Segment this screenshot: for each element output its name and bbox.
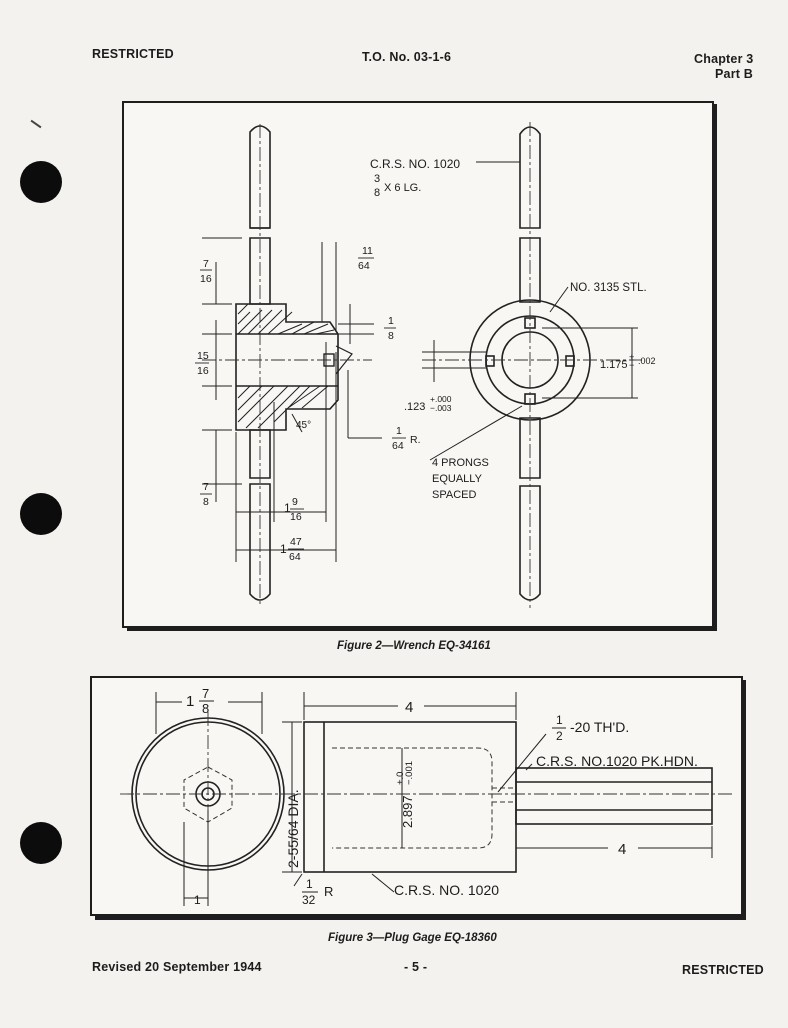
dim-15-16-den: 16 xyxy=(197,365,209,377)
figure-3-drawing: 1 7 8 4 1 2 -20 TH'D. C.R.S. NO.1020 PK.… xyxy=(120,686,732,907)
material-size-den: 8 xyxy=(374,187,380,199)
page-number: - 5 - xyxy=(404,960,428,974)
dim-2897: 2.897 xyxy=(400,795,415,828)
dim-1-47-64-num: 47 xyxy=(290,536,302,548)
figure-2-caption: Figure 2—Wrench EQ-34161 xyxy=(337,640,491,652)
material-size-num: 3 xyxy=(374,173,380,185)
pk-hdn-label: C.R.S. NO.1020 PK.HDN. xyxy=(536,753,698,769)
thread-label: -20 TH'D. xyxy=(570,719,629,735)
figure-3-caption: Figure 3—Plug Gage EQ-18360 xyxy=(328,932,497,944)
dim-1-47-64-whole: 1 xyxy=(280,542,287,556)
frame-shadow xyxy=(740,680,746,920)
steel-label: NO. 3135 STL. xyxy=(570,282,647,294)
chapter-label: Chapter 3 xyxy=(694,52,754,66)
material-size-length: X 6 LG. xyxy=(384,182,421,194)
dim-1-64-suffix: R. xyxy=(410,434,421,446)
dim-1175: 1.175 xyxy=(600,359,628,371)
punch-hole xyxy=(20,822,62,864)
dim-1-7-8-den: 8 xyxy=(202,701,209,716)
frame-shadow xyxy=(95,914,746,920)
figure-3-frame: 1 7 8 4 1 2 -20 TH'D. C.R.S. NO.1020 PK.… xyxy=(90,676,743,916)
prongs-label-2: EQUALLY xyxy=(432,473,483,485)
classification-header: RESTRICTED xyxy=(92,47,174,61)
dim-2897-tol-b: −.001 xyxy=(404,761,415,785)
dim-15-16-num: 15 xyxy=(197,350,209,362)
thread-den: 2 xyxy=(556,729,563,743)
dim-45-deg: 45° xyxy=(296,420,311,431)
dim-7-16-num: 7 xyxy=(203,258,209,270)
dim-1-9-16-den: 16 xyxy=(290,511,302,523)
dim-123-minus: −.003 xyxy=(430,403,452,413)
dim-1-64-den: 64 xyxy=(392,440,404,452)
dim-1-7-8-whole: 1 xyxy=(186,693,194,710)
punch-hole xyxy=(20,493,62,535)
dim-4-top: 4 xyxy=(405,699,413,716)
dim-1-8-num: 1 xyxy=(388,315,394,327)
dim-1-47-64-den: 64 xyxy=(289,551,301,563)
dim-1-32-den: 32 xyxy=(302,893,316,907)
dim-1-32-num: 1 xyxy=(306,877,313,891)
dim-2897-tol-a: +.0 xyxy=(395,772,406,785)
punch-hole xyxy=(20,161,62,203)
dim-1: 1 xyxy=(194,893,201,907)
page-mark xyxy=(30,119,42,129)
thread-num: 1 xyxy=(556,713,563,727)
document-number: T.O. No. 03-1-6 xyxy=(362,50,452,64)
dim-11-64-den: 64 xyxy=(358,260,370,272)
dim-1-64-num: 1 xyxy=(396,425,402,437)
dim-11-64-num: 11 xyxy=(362,245,373,257)
revision-date: Revised 20 September 1944 xyxy=(92,960,262,974)
dim-1-7-8-num: 7 xyxy=(202,686,209,701)
dim-1175-minus: − xyxy=(629,360,634,370)
dim-7-16-den: 16 xyxy=(200,273,212,285)
dim-1175-plus: + xyxy=(629,352,634,362)
prongs-label-1: 4 PRONGS xyxy=(432,457,489,469)
dim-123-plus: +.000 xyxy=(430,394,452,404)
prongs-label-3: SPACED xyxy=(432,489,476,501)
dim-4-right: 4 xyxy=(618,841,626,858)
classification-footer: RESTRICTED xyxy=(682,963,764,977)
material-label: C.R.S. NO. 1020 xyxy=(370,157,460,171)
frame-shadow xyxy=(127,626,717,631)
dim-1175-tol: .002 xyxy=(638,356,656,366)
dim-7-8-den: 8 xyxy=(203,496,209,508)
dim-123: .123 xyxy=(404,401,425,413)
figure-2-frame: C.R.S. NO. 1020 3 8 X 6 LG. NO. 3135 STL… xyxy=(122,101,714,628)
dim-diameter: 2-55/64 DIA. xyxy=(285,789,301,868)
frame-shadow xyxy=(712,104,717,631)
body-material-label: C.R.S. NO. 1020 xyxy=(394,882,499,898)
part-label: Part B xyxy=(715,67,754,81)
dim-7-8-num: 7 xyxy=(203,481,209,493)
figure-2-drawing: C.R.S. NO. 1020 3 8 X 6 LG. NO. 3135 STL… xyxy=(195,122,656,608)
dim-1-8-den: 8 xyxy=(388,330,394,342)
dim-1-9-16-whole: 1 xyxy=(284,501,291,515)
dim-1-9-16-num: 9 xyxy=(292,496,298,508)
dim-1-32-suffix: R xyxy=(324,884,333,899)
